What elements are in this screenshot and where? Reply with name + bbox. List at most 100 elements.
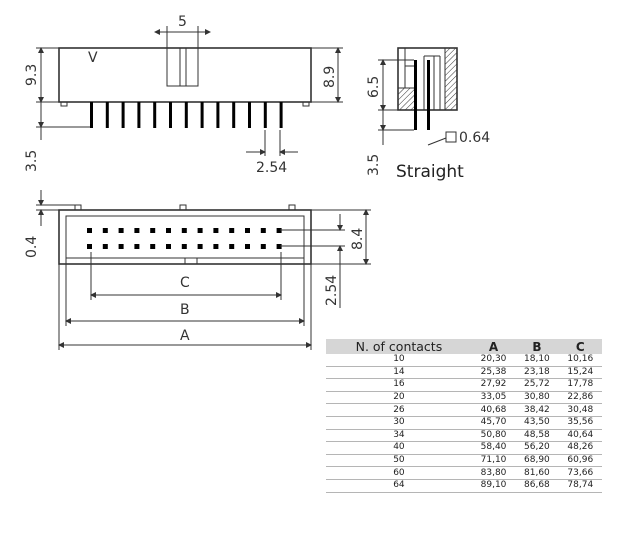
front-pin bbox=[90, 102, 93, 128]
table-header-row: N. of contacts A B C bbox=[326, 339, 602, 354]
top-pin bbox=[197, 228, 203, 233]
dim-c-label: C bbox=[180, 275, 190, 291]
header-b: B bbox=[515, 339, 559, 354]
front-pin bbox=[216, 102, 220, 128]
front-pin bbox=[137, 102, 141, 128]
table-cell: 20 bbox=[326, 391, 472, 405]
straight-label: Straight bbox=[396, 162, 464, 182]
table-cell: 22,86 bbox=[558, 391, 602, 405]
top-pin bbox=[166, 244, 171, 249]
table-cell: 68,90 bbox=[515, 454, 559, 468]
table-cell: 17,78 bbox=[558, 378, 602, 392]
dim-2-54-side-label: 2.54 bbox=[324, 275, 340, 306]
dim-8-9-label: 8.9 bbox=[322, 66, 338, 88]
top-pin bbox=[229, 228, 235, 233]
dim-a-label: A bbox=[180, 328, 190, 344]
top-pin bbox=[181, 244, 187, 249]
top-pin bbox=[276, 244, 282, 249]
front-pin bbox=[169, 102, 172, 128]
header-c: C bbox=[558, 339, 602, 354]
top-pin bbox=[150, 228, 156, 233]
key-mark: V bbox=[88, 50, 98, 66]
dim-3-5-right-label: 3.5 bbox=[366, 154, 382, 176]
front-pin bbox=[153, 102, 157, 128]
table-cell: 16 bbox=[326, 378, 472, 392]
table-cell: 50 bbox=[326, 454, 472, 468]
table-cell: 81,60 bbox=[515, 466, 559, 480]
dim-b-label: B bbox=[180, 302, 190, 318]
front-pin bbox=[105, 102, 109, 128]
top-pin bbox=[181, 228, 187, 233]
table-cell: 40,68 bbox=[471, 403, 516, 417]
top-pin bbox=[213, 228, 219, 233]
front-pin bbox=[232, 102, 236, 128]
top-pin bbox=[118, 228, 124, 233]
top-pin bbox=[166, 228, 171, 233]
table-cell: 35,56 bbox=[558, 416, 602, 430]
front-pins bbox=[90, 102, 283, 128]
key-slot bbox=[166, 47, 199, 87]
table-cell: 48,26 bbox=[558, 441, 602, 455]
table-cell: 26 bbox=[326, 403, 472, 417]
top-pin bbox=[245, 244, 250, 249]
top-pin bbox=[276, 228, 282, 233]
table-cell: 43,50 bbox=[515, 416, 559, 430]
table-cell: 83,80 bbox=[471, 466, 516, 480]
front-pin bbox=[184, 102, 188, 128]
header-a: A bbox=[471, 339, 516, 354]
table-cell: 86,68 bbox=[515, 479, 559, 493]
top-pin bbox=[260, 244, 266, 249]
table-cell: 71,10 bbox=[471, 454, 516, 468]
dim-6-5-label: 6.5 bbox=[366, 76, 382, 98]
table-cell: 30,48 bbox=[558, 403, 602, 417]
table-cell: 15,24 bbox=[558, 366, 602, 380]
front-pin bbox=[263, 102, 267, 128]
table-cell: 48,58 bbox=[515, 429, 559, 443]
top-pin bbox=[150, 244, 156, 249]
dim-5-label: 5 bbox=[178, 14, 187, 30]
table-cell: 56,20 bbox=[515, 441, 559, 455]
table-cell: 60,96 bbox=[558, 454, 602, 468]
dim-0-4-label: 0.4 bbox=[24, 236, 40, 258]
table-cell: 58,40 bbox=[471, 441, 516, 455]
front-pin bbox=[200, 102, 204, 128]
dim-3-5-left-label: 3.5 bbox=[24, 150, 40, 172]
top-pin bbox=[134, 228, 140, 233]
table-cell: 27,92 bbox=[471, 378, 516, 392]
table-cell: 23,18 bbox=[515, 366, 559, 380]
square-pin-symbol bbox=[445, 131, 457, 143]
table-cell: 30,80 bbox=[515, 391, 559, 405]
top-body bbox=[58, 209, 312, 265]
dim-0-64-label: 0.64 bbox=[459, 130, 490, 146]
table-cell: 40 bbox=[326, 441, 472, 455]
table-cell: 14 bbox=[326, 366, 472, 380]
top-pin bbox=[229, 244, 235, 249]
top-pin bbox=[134, 244, 140, 249]
top-pin bbox=[87, 244, 92, 249]
table-cell: 64 bbox=[326, 479, 472, 493]
table-cell: 10 bbox=[326, 354, 472, 367]
front-pin bbox=[248, 102, 251, 128]
top-pins bbox=[87, 228, 282, 249]
side-pin-2 bbox=[427, 60, 430, 130]
table-cell: 38,42 bbox=[515, 403, 559, 417]
top-view: 0.4 8.4 2.54 C B A bbox=[24, 190, 371, 350]
table-cell: 25,72 bbox=[515, 378, 559, 392]
table-cell: 34 bbox=[326, 429, 472, 443]
table-cell: 20,30 bbox=[471, 354, 516, 367]
table-cell: 50,80 bbox=[471, 429, 516, 443]
side-view: 6.5 3.5 0.64 bbox=[366, 47, 490, 176]
